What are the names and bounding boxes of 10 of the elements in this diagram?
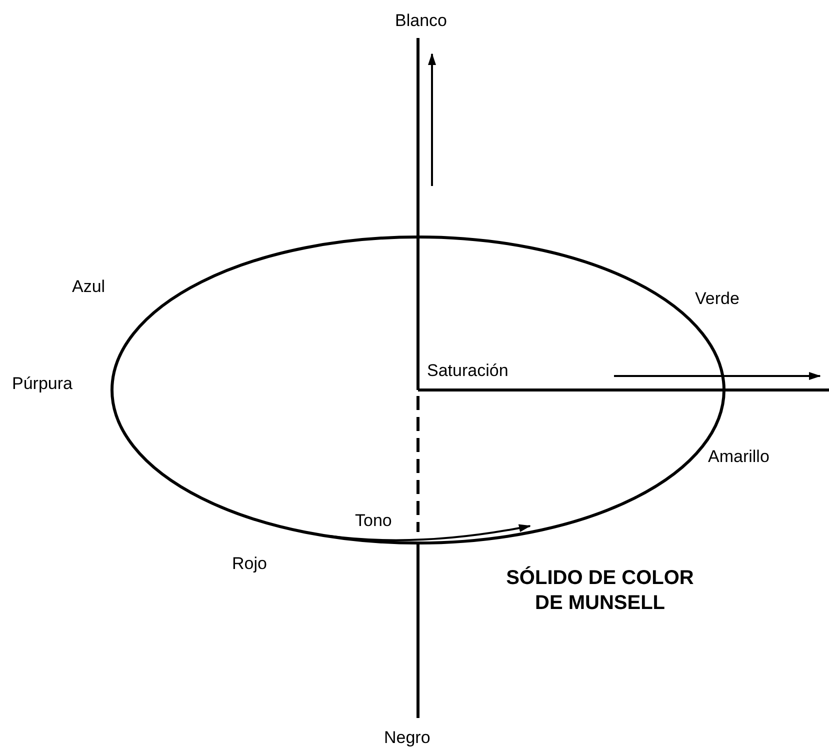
diagram-title: SÓLIDO DE COLOR DE MUNSELL — [505, 566, 695, 616]
axis-label: Tono — [355, 510, 392, 532]
hue-label: Azul — [72, 276, 106, 298]
axis-label: Negro — [384, 727, 430, 748]
hue-label: Amarillo — [708, 446, 770, 468]
hue-label: Púrpura — [12, 373, 72, 394]
axis-label: Blanco — [395, 10, 447, 32]
axis-label: Saturación — [427, 360, 508, 382]
hue-label: Rojo — [232, 553, 267, 574]
hue-label: Verde — [695, 288, 740, 310]
